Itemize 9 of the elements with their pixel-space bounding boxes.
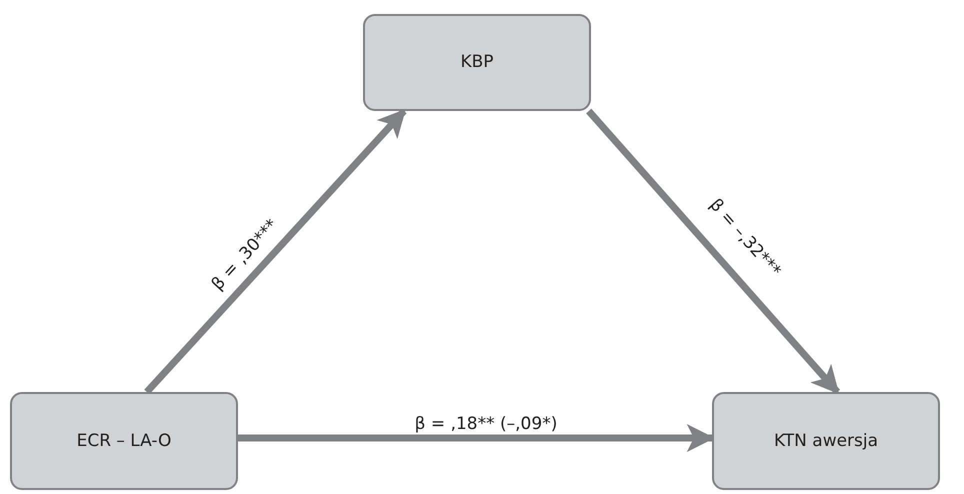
variable-label: KBP	[459, 51, 495, 74]
arrow	[586, 108, 840, 394]
variable-box	[363, 14, 591, 111]
variable-label: ECR – LA-O	[76, 430, 172, 452]
variable-box	[10, 392, 238, 490]
variable-label: KTN awersja	[772, 430, 880, 452]
edge-label: β = ,18** (–,09*)	[414, 414, 558, 434]
variable-box	[712, 392, 940, 490]
arrow	[144, 108, 407, 394]
